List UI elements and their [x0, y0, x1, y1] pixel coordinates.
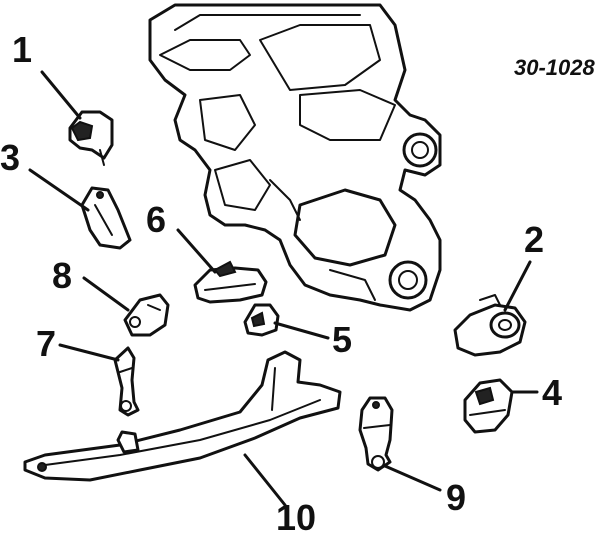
part-1-bracket — [68, 110, 114, 166]
callout-7: 7 — [36, 323, 56, 364]
callout-5: 5 — [332, 319, 352, 360]
callout-1: 1 — [12, 29, 32, 70]
part-9-mount — [358, 396, 394, 472]
reference-code: 30-1028 — [514, 55, 596, 80]
callout-labels: 1 2 3 4 5 6 7 8 9 10 — [0, 29, 562, 534]
part-2-mount — [453, 294, 527, 357]
leader-9 — [383, 464, 442, 492]
part-4-bracket — [463, 378, 514, 434]
callout-3: 3 — [0, 137, 20, 178]
leader-10 — [243, 453, 287, 507]
callout-9: 9 — [446, 477, 466, 518]
leader-2 — [503, 260, 532, 312]
leader-lines — [28, 70, 539, 507]
leader-6 — [176, 228, 217, 274]
part-6-mount — [193, 260, 268, 304]
leader-7 — [58, 343, 120, 362]
leader-5 — [273, 321, 330, 340]
callout-8: 8 — [52, 255, 72, 296]
part-7-strut — [113, 346, 140, 417]
leader-3 — [28, 168, 90, 212]
callout-6: 6 — [146, 199, 166, 240]
callout-2: 2 — [524, 219, 544, 260]
part-10-crossmember — [23, 350, 342, 482]
part-3-bracket — [80, 186, 132, 250]
engine-block — [148, 3, 442, 312]
callout-10: 10 — [276, 497, 316, 534]
leader-1 — [40, 70, 82, 120]
part-5-bracket — [243, 303, 280, 337]
leader-8 — [82, 276, 130, 312]
callout-4: 4 — [542, 372, 562, 413]
part-8-bracket — [123, 293, 170, 337]
